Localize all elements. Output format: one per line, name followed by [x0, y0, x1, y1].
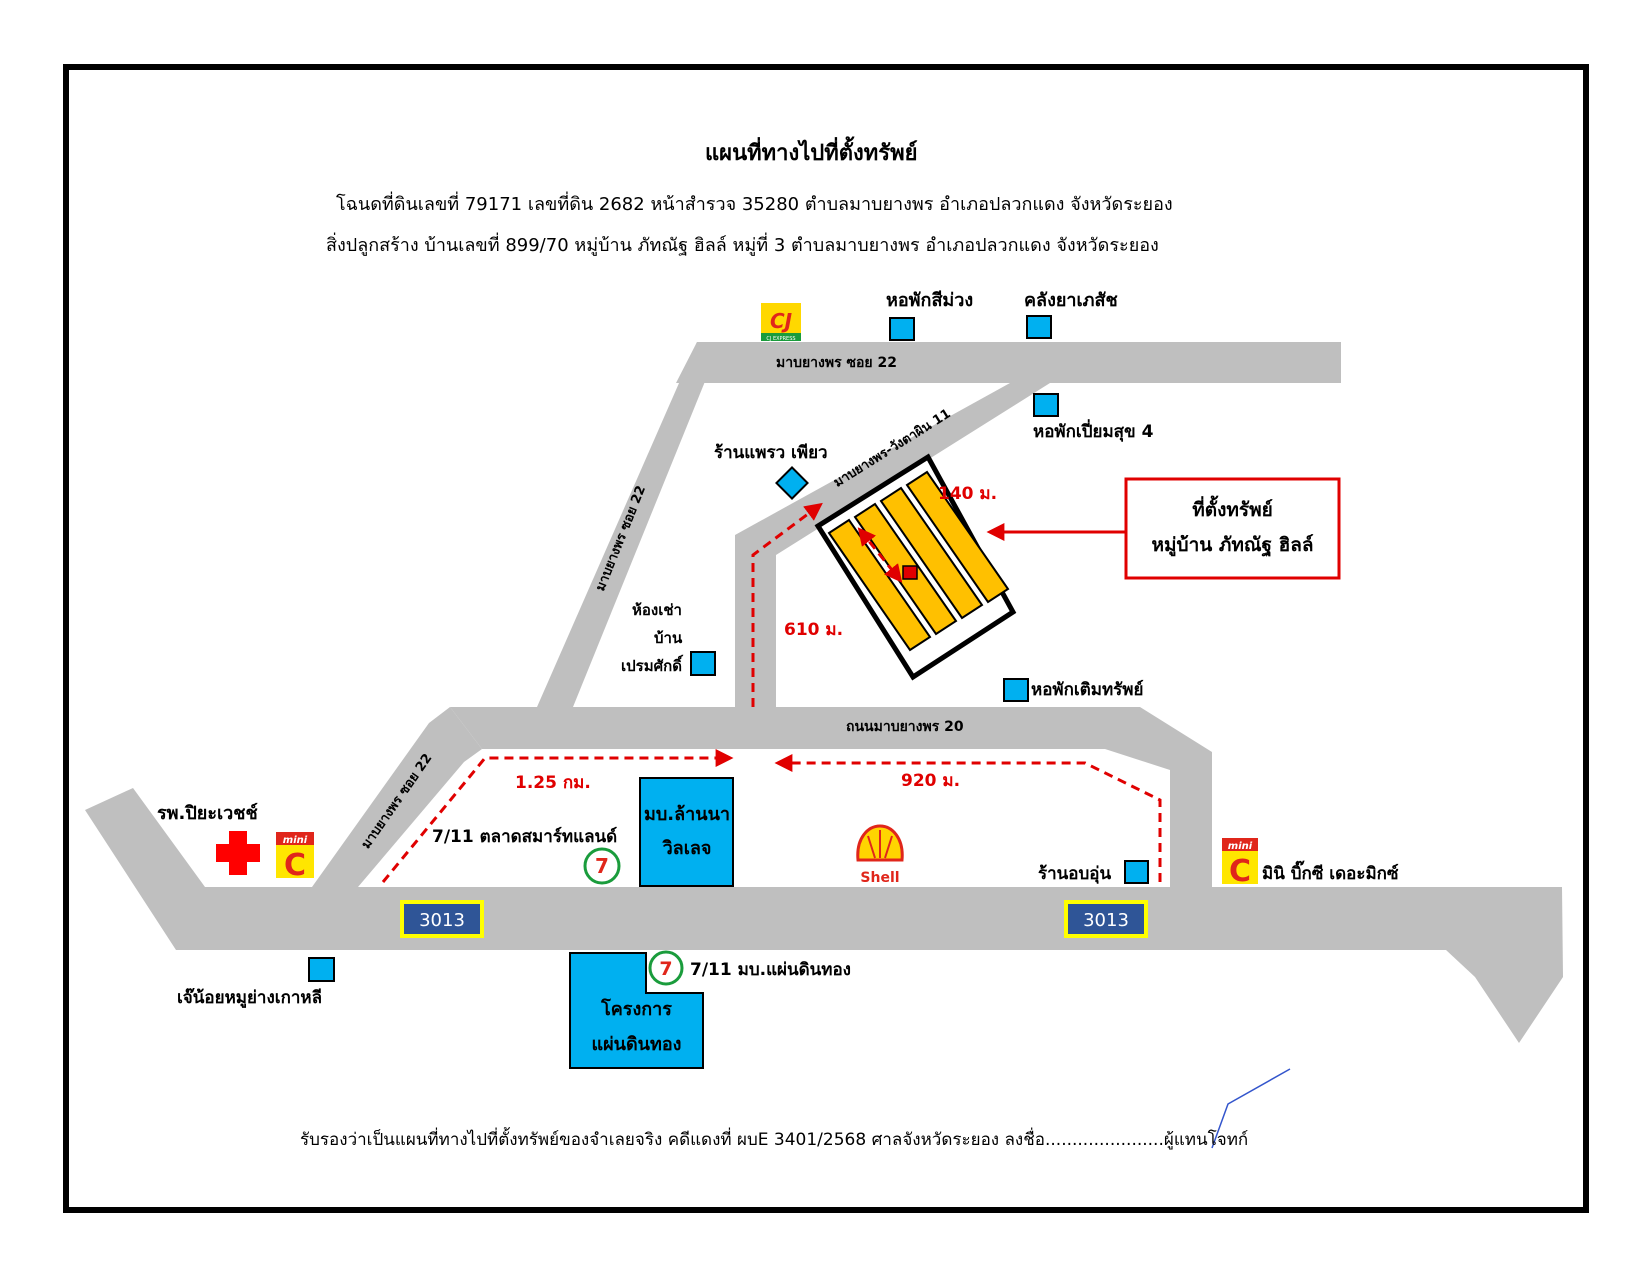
- label-hospital: รพ.ปิยะเวชช์: [157, 803, 258, 824]
- svg-text:7: 7: [595, 854, 609, 878]
- distance-920m: 920 ม.: [901, 771, 961, 791]
- label-seven-smartland: 7/11 ตลาดสมาร์ทแลนด์: [432, 827, 618, 847]
- mini-bigc-logo-right: mini C: [1222, 838, 1258, 889]
- route-125km: [381, 749, 734, 883]
- label-mini-bigc: มินิ บิ๊กซี เดอะมิกซ์: [1262, 864, 1399, 884]
- property-building-4: [905, 470, 1010, 604]
- road-label-mabyangporn-20: ถนนมาบยางพร 20: [846, 719, 964, 735]
- property-location-marker: [902, 565, 918, 580]
- svg-text:C: C: [1229, 854, 1251, 889]
- road-soi22-top: [676, 342, 1341, 383]
- label-lanna-2: วิลเลจ: [662, 838, 712, 859]
- signer-role: ผู้แทนโจทก์: [1163, 1130, 1249, 1150]
- distance-610m: 610 ม.: [784, 620, 844, 640]
- svg-text:3013: 3013: [1083, 910, 1129, 931]
- roads: [85, 342, 1563, 1043]
- marker-lanna-village: [639, 777, 734, 887]
- road-soi22-left: [312, 707, 482, 887]
- mini-bigc-logo-left: mini C: [276, 832, 314, 883]
- route-sign-left: 3013: [400, 900, 484, 938]
- marker-dorm-pleamsuk: [1033, 393, 1059, 417]
- certification-statement: รับรองว่าเป็นแผนที่ทางไปที่ตั้งทรัพย์ของ…: [300, 1130, 1045, 1150]
- road-mabyangporn-20: [450, 707, 1212, 887]
- label-seven-paendin: 7/11 มบ.แผ่นดินทอง: [690, 960, 851, 980]
- label-korean-bbq: เจ๊น้อยหมูย่างเกาหลี: [177, 988, 323, 1008]
- deed-info-line: โฉนดที่ดินเลขที่ 79171 เลขที่ดิน 2682 หน…: [336, 194, 1173, 215]
- route-610m: [751, 502, 823, 707]
- label-room-rent-1: ห้องเช่า: [632, 601, 682, 619]
- marker-paendin-project: [569, 952, 704, 1069]
- place-markers: [308, 315, 1149, 1069]
- marker-pharmacy: [1026, 315, 1052, 339]
- seven-eleven-logo-paendin: 7: [648, 950, 684, 986]
- route-sign-right: 3013: [1064, 900, 1148, 938]
- shell-logo: Shell: [856, 824, 904, 886]
- road-3013: [85, 788, 1563, 1043]
- seven-eleven-logo-smartland: 7: [583, 847, 621, 885]
- svg-text:CJ EXPRESS: CJ EXPRESS: [766, 336, 795, 342]
- target-label-box: [1124, 477, 1341, 580]
- label-shop-praew: ร้านแพรว เพียว: [714, 443, 828, 463]
- distance-125km: 1.25 กม.: [515, 773, 591, 793]
- route-920m: [774, 754, 1162, 882]
- marker-korean-bbq: [308, 957, 335, 982]
- route-140m: [857, 527, 903, 583]
- road-label-soi22-top: มาบยางพร ซอย 22: [776, 355, 897, 371]
- label-project-1: โครงการ: [601, 999, 672, 1020]
- svg-text:3013: 3013: [419, 910, 465, 931]
- label-bakery: ร้านอบอุ่น: [1038, 864, 1112, 884]
- route-lines: [381, 502, 1162, 883]
- svg-text:mini: mini: [1228, 841, 1253, 852]
- label-dorm-pleamsuk: หอพักเปี่ยมสุข 4: [1033, 422, 1154, 442]
- road-wangtaphin-11: [735, 383, 1050, 707]
- label-project-2: แผ่นดินทอง: [591, 1034, 682, 1055]
- signature-dots: ......................: [1044, 1130, 1164, 1150]
- road-soi22-diag: [537, 342, 721, 707]
- label-dorm-termsap: หอพักเติมทรัพย์: [1031, 680, 1144, 700]
- marker-shop-praew: [775, 466, 809, 500]
- target-label-line2: หมู่บ้าน ภัทณัฐ ฮิลล์: [1151, 534, 1314, 556]
- marker-room-rent: [690, 651, 716, 676]
- label-lanna-1: มบ.ล้านนา: [644, 804, 730, 825]
- distance-140m: 140 ม.: [938, 484, 998, 504]
- marker-bakery: [1124, 860, 1149, 884]
- map-title: แผนที่ทางไปที่ตั้งทรัพย์: [705, 141, 918, 166]
- svg-text:CJ: CJ: [770, 309, 793, 333]
- hospital-cross-icon: [216, 831, 260, 875]
- svg-text:mini: mini: [283, 835, 308, 846]
- signature-scribble: [1211, 1068, 1291, 1149]
- property-building-3: [879, 486, 984, 620]
- svg-text:7: 7: [659, 958, 672, 980]
- label-pharmacy: คลังยาเภสัช: [1024, 290, 1118, 311]
- label-room-rent-3: เปรมศักดิ์: [621, 657, 682, 675]
- svg-text:C: C: [284, 848, 306, 883]
- certification-text: รับรองว่าเป็นแผนที่ทางไปที่ตั้งทรัพย์ของ…: [300, 1132, 1248, 1149]
- label-room-rent-2: บ้าน: [654, 629, 683, 647]
- marker-dorm-purple: [889, 317, 915, 341]
- marker-dorm-termsap: [1003, 678, 1029, 702]
- svg-text:Shell: Shell: [860, 870, 899, 886]
- label-dorm-purple: หอพักสีม่วง: [886, 290, 974, 311]
- cj-express-logo: CJ CJ EXPRESS: [761, 303, 801, 342]
- building-info-line: สิ่งปลูกสร้าง บ้านเลขที่ 899/70 หมู่บ้าน…: [326, 235, 1159, 256]
- map-border: [63, 64, 1589, 1213]
- target-label-line1: ที่ตั้งทรัพย์: [1192, 499, 1273, 521]
- property-building-1: [827, 518, 932, 652]
